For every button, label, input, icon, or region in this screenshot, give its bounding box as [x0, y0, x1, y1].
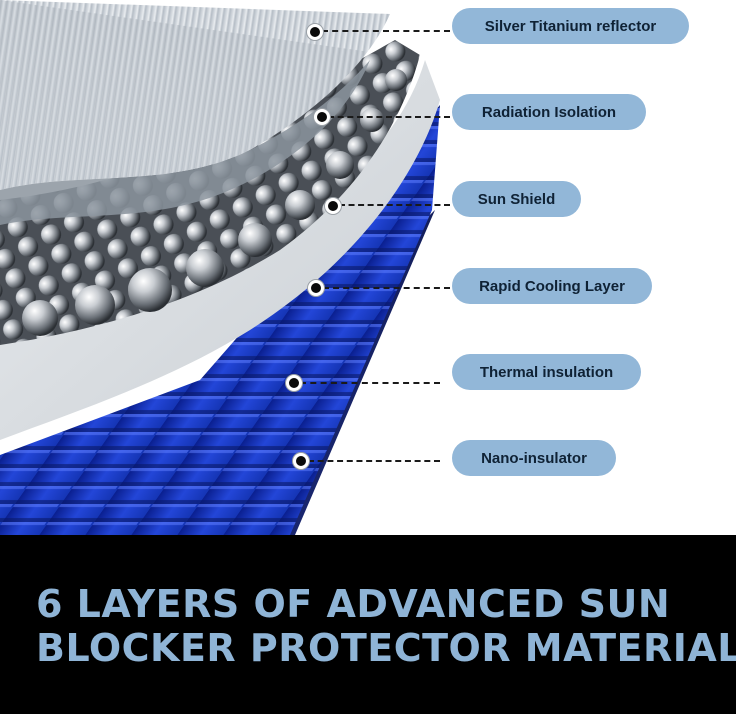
blue-grid-layer: [0, 105, 440, 535]
label-radiation-isolation: Radiation Isolation: [452, 94, 646, 130]
marker-silver-titanium: [307, 24, 323, 40]
marker-nano-insulator: [293, 453, 309, 469]
leader-line-radiation-isolation: [328, 116, 450, 118]
headline-line-2: BLOCKER PROTECTOR MATERIAL: [36, 626, 736, 670]
silver-reflector-fold: [0, 60, 370, 225]
label-sun-shield: Sun Shield: [452, 181, 581, 217]
layer-illustration-area: Silver Titanium reflector Radiation Isol…: [0, 0, 689, 535]
foam-layer: [0, 60, 440, 440]
label-rapid-cooling-layer: Rapid Cooling Layer: [452, 268, 652, 304]
label-thermal-insulation: Thermal insulation: [452, 354, 641, 390]
leader-line-sun-shield: [339, 204, 450, 206]
leader-line-rapid-cooling: [323, 287, 450, 289]
leader-line-silver-titanium: [322, 30, 450, 32]
headline-banner: [0, 535, 736, 714]
marker-thermal-insulation: [286, 375, 302, 391]
label-silver-titanium-reflector: Silver Titanium reflector: [452, 8, 689, 44]
label-nano-insulator: Nano-insulator: [452, 440, 616, 476]
bead-edge-highlights: [22, 69, 407, 336]
marker-radiation-isolation: [314, 109, 330, 125]
leader-line-nano-insulator: [308, 460, 440, 462]
leader-line-thermal-insulation: [300, 382, 440, 384]
headline-line-1: 6 LAYERS OF ADVANCED SUN: [36, 582, 671, 626]
marker-sun-shield: [325, 198, 341, 214]
marker-rapid-cooling: [308, 280, 324, 296]
headline-text: 6 LAYERS OF ADVANCED SUN BLOCKER PROTECT…: [36, 582, 736, 670]
silver-reflector-layer: [0, 0, 390, 190]
